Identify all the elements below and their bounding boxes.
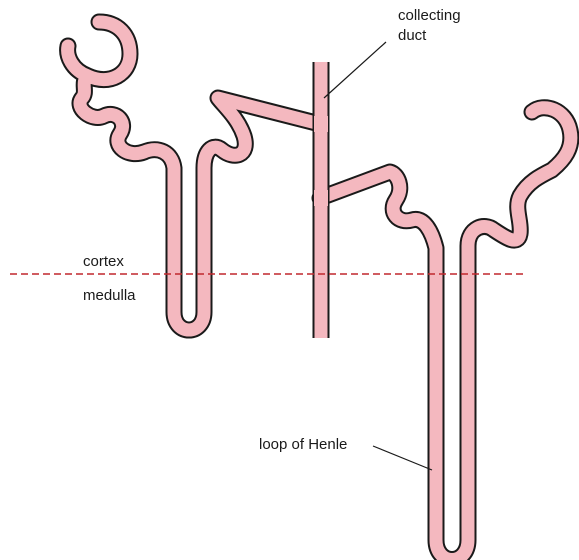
loop-of-henle-label: loop of Henle (259, 436, 347, 453)
collecting-duct-label-line2: duct (398, 27, 427, 44)
cortex-label: cortex (83, 253, 124, 270)
collecting-duct-label-line1: collecting (398, 7, 461, 24)
medulla-label: medulla (83, 287, 136, 304)
loop-of-henle-leader (373, 446, 432, 470)
collecting-duct-leader (324, 42, 386, 98)
left-nephron-tubule (68, 22, 320, 330)
right-nephron-tubule (320, 108, 571, 560)
duct-junction-lower (314, 190, 328, 206)
duct-junction-upper (314, 116, 328, 132)
collecting-duct (314, 62, 328, 338)
